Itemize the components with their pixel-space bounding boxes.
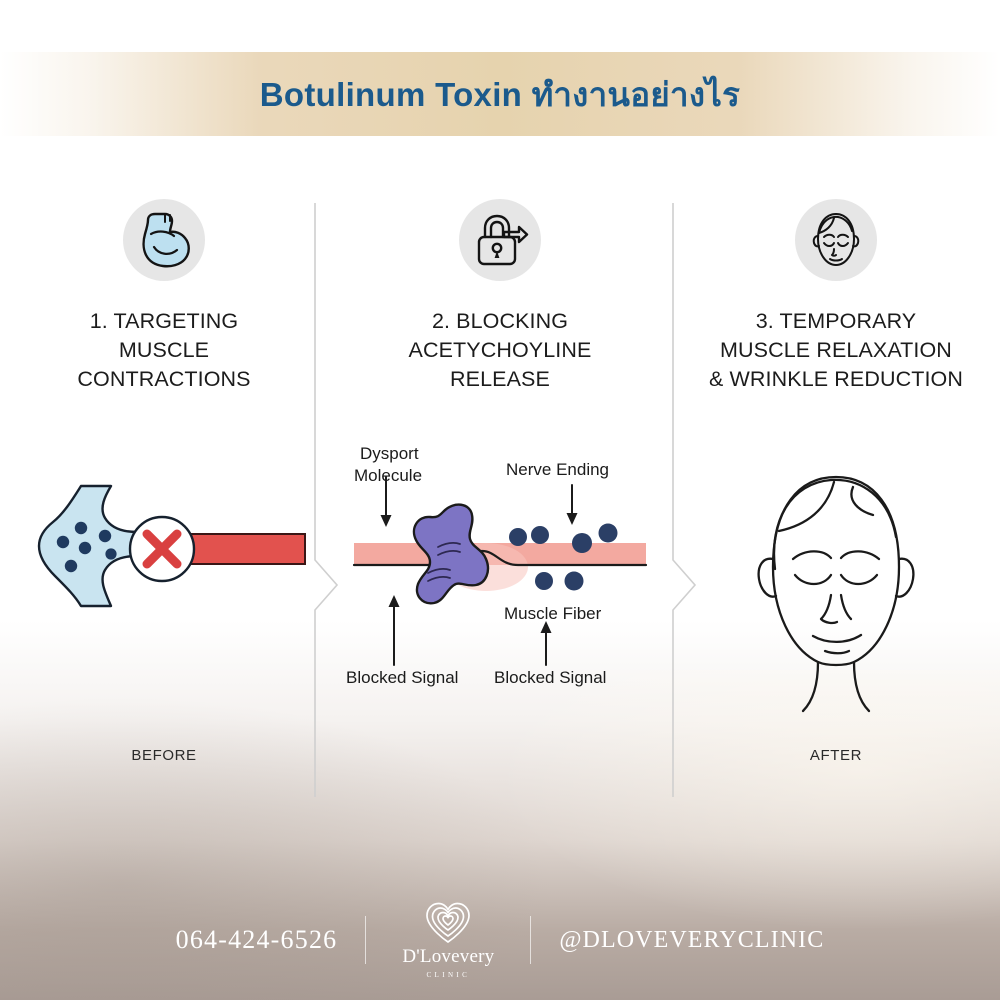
step-1-title: 1. TARGETING MUSCLE CONTRACTIONS <box>8 307 320 394</box>
step-1-title-line-1: 1. TARGETING <box>89 309 239 333</box>
step-1-icon-circle <box>123 199 205 281</box>
label-blocked-signal-right: Blocked Signal <box>494 668 606 687</box>
brand-logo-subtitle: CLINIC <box>426 971 471 979</box>
step-2-title-line-2: ACETYCHOYLINE <box>408 338 592 362</box>
brand-logo-name: D'Lovevery <box>402 946 495 967</box>
step-1-title-line-3: CONTRACTIONS <box>77 367 251 391</box>
step-1-column: 1. TARGETING MUSCLE CONTRACTIONS <box>8 185 320 805</box>
footer-social-handle[interactable]: @DLOVEVERYCLINIC <box>559 926 825 953</box>
label-blocked-signal-left: Blocked Signal <box>346 668 458 687</box>
step-1-figure <box>8 480 320 610</box>
page-title: Botulinum Toxin ทำงานอย่างไร <box>259 75 741 113</box>
label-dysport-line-1: Dysport <box>360 444 419 463</box>
title-banner: Botulinum Toxin ทำงานอย่างไร <box>0 52 1000 136</box>
step-2-figure: Dysport Molecule Nerve Ending Muscle Fib… <box>340 443 660 715</box>
blocked-junction-diagram <box>37 484 306 608</box>
step-2-title-line-1: 2. BLOCKING <box>431 309 569 333</box>
steps-container: 1. TARGETING MUSCLE CONTRACTIONS <box>0 185 1000 805</box>
brand-logo: D'Lovevery CLINIC <box>366 901 530 979</box>
step-3-title-line-2: MUSCLE RELAXATION <box>720 338 952 362</box>
label-dysport-line-2: Molecule <box>354 466 422 485</box>
step-2-column: 2. BLOCKING ACETYCHOYLINE RELEASE <box>340 185 660 805</box>
step-3-state-label: AFTER <box>809 747 863 764</box>
footer-divider-left <box>365 916 367 964</box>
flexed-biceps-icon <box>142 212 190 268</box>
label-muscle-fiber: Muscle Fiber <box>504 604 602 623</box>
footer-phone[interactable]: 064-424-6526 <box>175 925 338 954</box>
red-x-icon <box>142 529 182 569</box>
step-3-title-line-1: 3. TEMPORARY <box>755 309 917 333</box>
step-3-title-line-3: & WRINKLE REDUCTION <box>709 367 963 391</box>
step-2-title: 2. BLOCKING ACETYCHOYLINE RELEASE <box>340 307 660 394</box>
label-nerve-ending: Nerve Ending <box>506 460 609 479</box>
step-3-icon-circle <box>795 199 877 281</box>
step-3-figure <box>680 463 992 713</box>
step-3-title: 3. TEMPORARY MUSCLE RELAXATION & WRINKLE… <box>680 307 992 394</box>
step-3-column: 3. TEMPORARY MUSCLE RELAXATION & WRINKLE… <box>680 185 992 805</box>
relaxed-face-icon <box>812 213 860 266</box>
step-1-title-line-2: MUSCLE <box>118 338 210 362</box>
footer-bar: 064-424-6526 D'Lovevery CLINIC @DLOVEVER… <box>0 880 1000 1000</box>
step-2-icon-circle <box>459 199 541 281</box>
step-1-state-label: BEFORE <box>131 747 197 764</box>
padlock-arrow-icon <box>477 214 529 266</box>
footer-divider-right <box>530 916 532 964</box>
step-2-title-line-3: RELEASE <box>450 367 550 391</box>
nested-heart-icon <box>426 902 471 943</box>
relaxed-face-illustration <box>757 475 915 713</box>
dysport-molecule-diagram: Dysport Molecule Nerve Ending Muscle Fib… <box>346 444 648 687</box>
